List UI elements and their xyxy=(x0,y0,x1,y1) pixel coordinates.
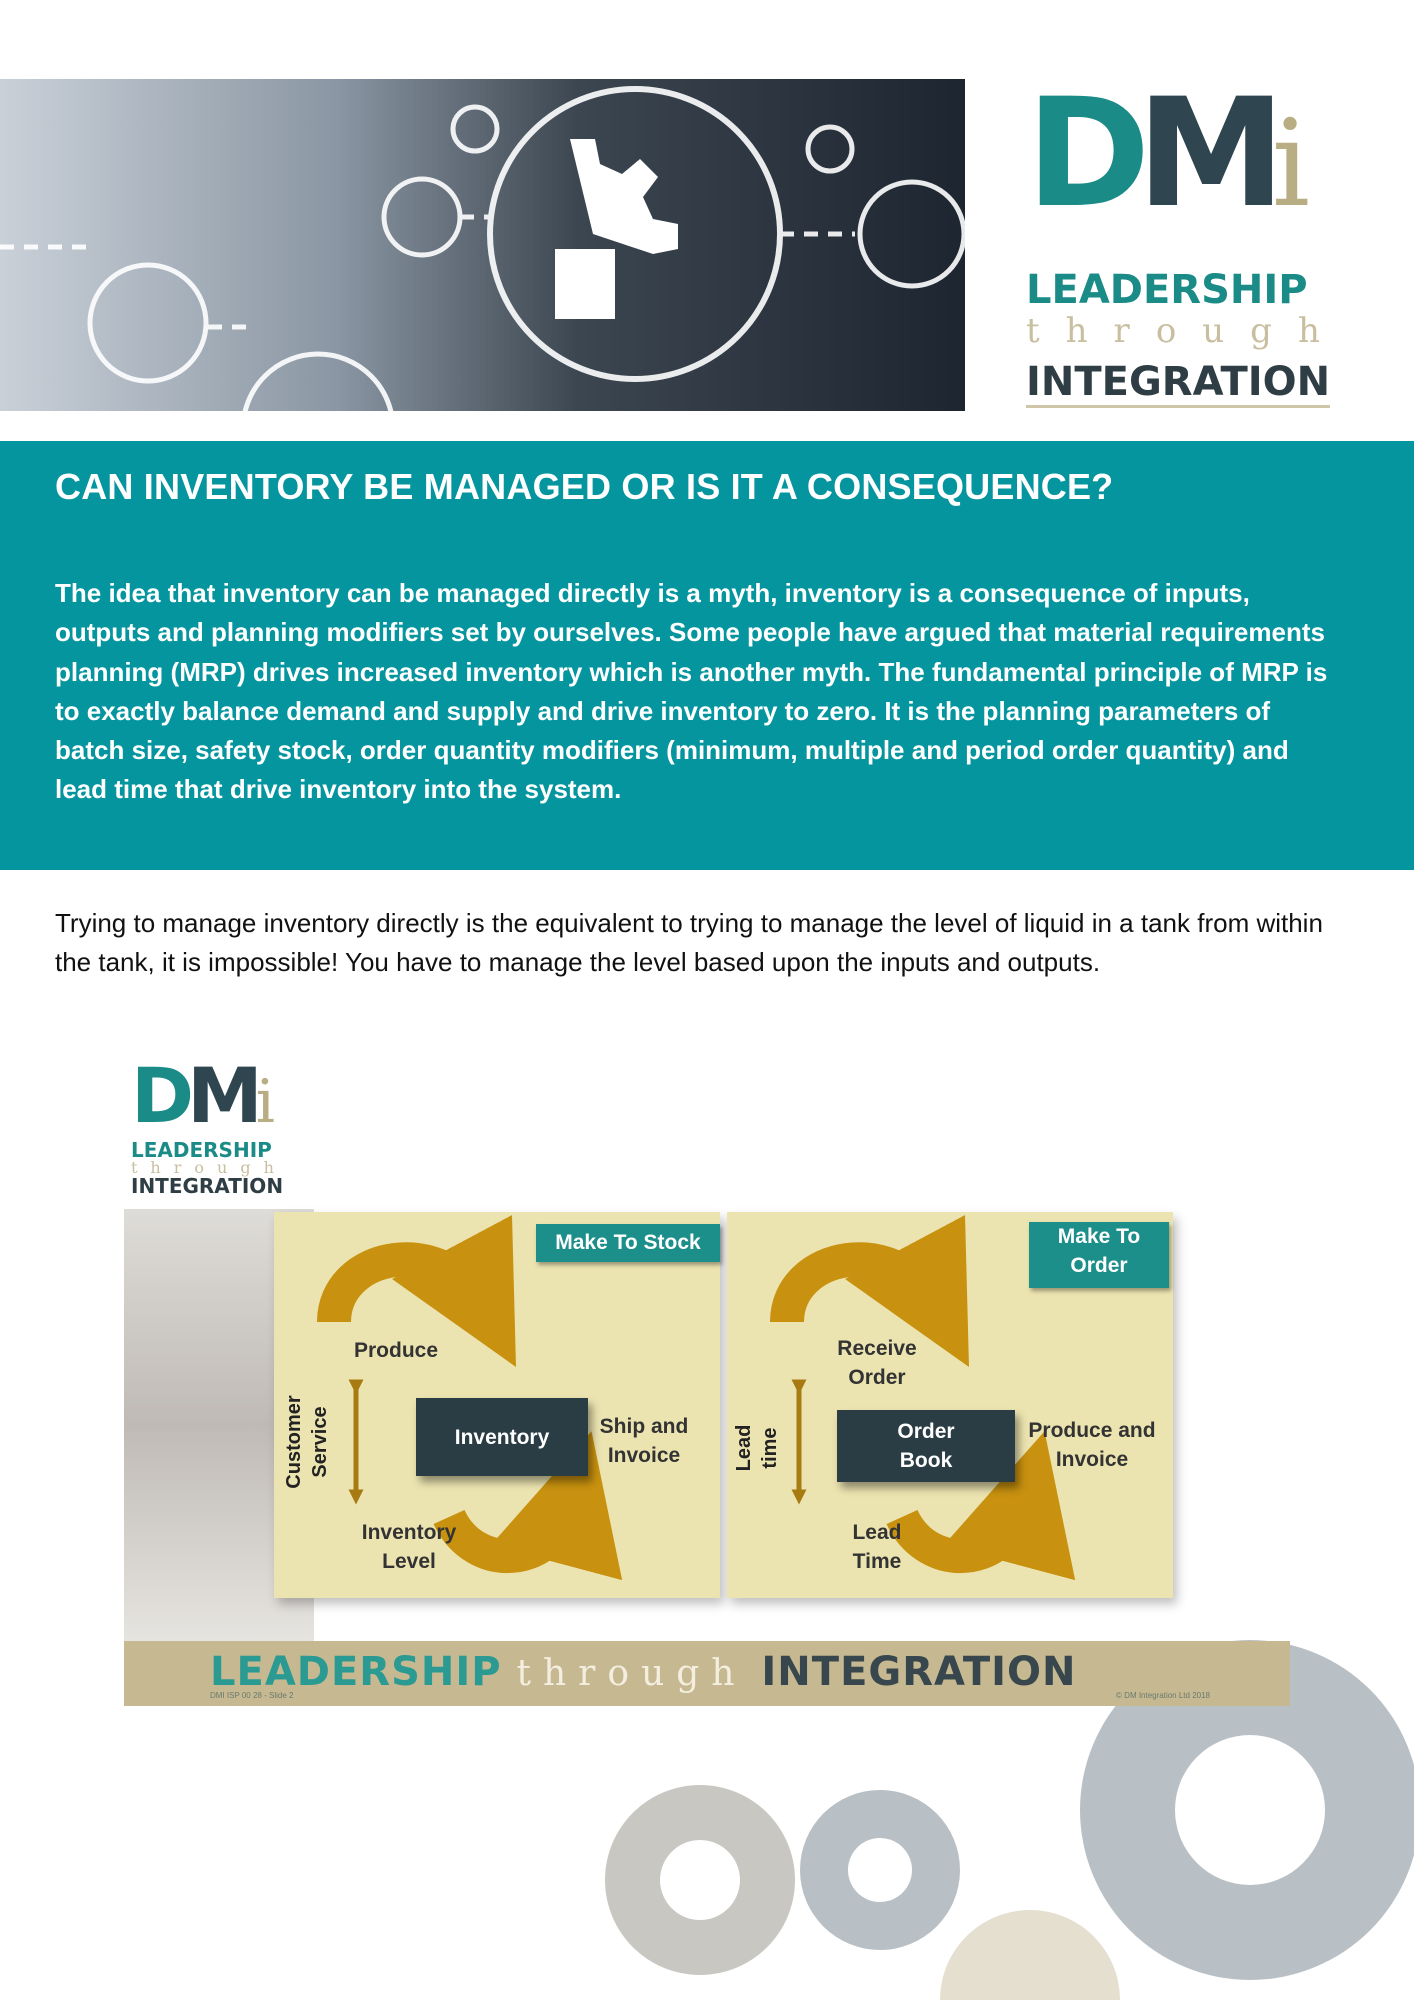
intro-banner: CAN INVENTORY BE MANAGED OR IS IT A CONS… xyxy=(0,441,1414,870)
network-icons-illustration xyxy=(0,86,965,411)
top-curved-arrow xyxy=(317,1214,517,1367)
people-icon xyxy=(87,262,209,384)
produce-label: Produce xyxy=(354,1339,439,1362)
diagram-footer-bar: LEADERSHIP through INTEGRATION DMI ISP 0… xyxy=(124,1641,1290,1706)
bottom-curved-arrow xyxy=(433,1431,623,1581)
gear-icon xyxy=(605,1785,795,1975)
footer-word-through: through xyxy=(516,1653,747,1694)
gears-decoration xyxy=(605,1640,1414,2000)
cloud-upload-icon xyxy=(242,351,394,411)
make-to-stock-tag: Make To Stock xyxy=(536,1224,720,1262)
logo-line2: through xyxy=(1026,311,1346,351)
wind-turbine-icon xyxy=(857,179,965,289)
logo-line3: INTEGRATION xyxy=(1026,359,1331,408)
dmi-logo: DMi LEADERSHIP through INTEGRATION xyxy=(1026,79,1351,411)
slide-ref: DMI ISP 00 28 - Slide 2 xyxy=(210,1691,294,1700)
gear-icon xyxy=(800,1790,960,1950)
lock-icon xyxy=(381,176,463,258)
top-curved-arrow xyxy=(770,1214,970,1367)
footer-word-integration: INTEGRATION xyxy=(761,1649,1077,1695)
logo-line1: LEADERSHIP xyxy=(1026,267,1308,313)
logo-mark: DMi xyxy=(1026,67,1310,241)
make-to-stock-panel: Make To Stock Produce Inventory Ship and… xyxy=(274,1212,720,1598)
diagram-logo: DMi LEADERSHIP through INTEGRATION xyxy=(131,1051,287,1199)
gear-icon xyxy=(940,1910,1120,2000)
page-title: CAN INVENTORY BE MANAGED OR IS IT A CONS… xyxy=(55,466,1114,507)
bottom-curved-arrow xyxy=(886,1431,1076,1581)
hero-image xyxy=(0,79,965,411)
copyright: © DM Integration Ltd 2018 xyxy=(1116,1691,1210,1700)
body-paragraph: Trying to manage inventory directly is t… xyxy=(55,908,1323,978)
intro-paragraph: The idea that inventory can be managed d… xyxy=(55,578,1328,805)
footer-word-leadership: LEADERSHIP xyxy=(210,1649,502,1695)
inventory-box: Inventory xyxy=(416,1398,588,1476)
gear-icon xyxy=(1080,1640,1414,1980)
